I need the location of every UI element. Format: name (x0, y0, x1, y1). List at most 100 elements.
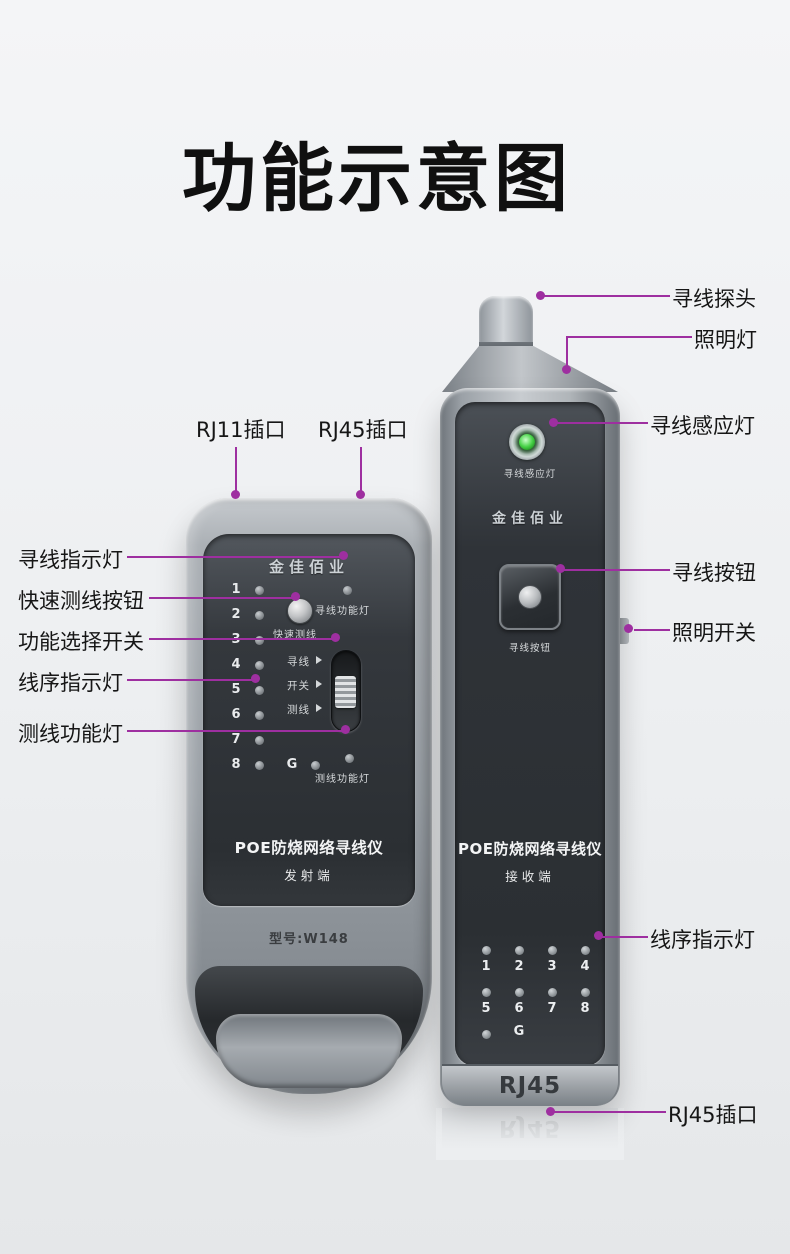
rj45-port: RJ45 (442, 1064, 618, 1106)
callout-function-switch: 功能选择开关 (18, 630, 144, 654)
callout-line (601, 936, 648, 938)
brand-logo: 金佳佰业 (268, 558, 349, 576)
callout-illumination-light: 照明灯 (694, 328, 757, 352)
tracer-probe (479, 296, 533, 352)
callout-line (556, 422, 648, 424)
model-number: 型号:W148 (269, 932, 349, 947)
led-indicator (255, 611, 264, 620)
page-title: 功能示意图 (182, 136, 572, 222)
callout-dot (624, 624, 633, 633)
callout-line (127, 679, 256, 681)
product-name: POE防烧网络寻线仪 (458, 840, 602, 858)
led-number: 3 (547, 959, 557, 974)
led-indicator (548, 988, 557, 997)
quick-test-label: 快速测线 (273, 630, 317, 641)
callout-line (566, 336, 692, 338)
switch-option-test: 测线 (287, 704, 310, 716)
callout-dot (594, 931, 603, 940)
switch-option-power: 开关 (287, 680, 310, 692)
callout-dot (356, 490, 365, 499)
led-number: 5 (231, 682, 241, 697)
led-indicator (255, 636, 264, 645)
transmitter-bottom-lip (216, 1014, 402, 1088)
test-light-label: 测线功能灯 (315, 774, 370, 785)
callout-rj11-port: RJ11插口 (196, 418, 286, 442)
ground-label: G (286, 757, 298, 772)
tracer-button-label: 寻线按钮 (508, 643, 551, 654)
callout-wire-sequence-light-rx: 线序指示灯 (650, 928, 755, 952)
led-indicator (255, 661, 264, 670)
callout-line (553, 1111, 666, 1113)
led-number: 7 (547, 1001, 557, 1016)
ground-led (311, 761, 320, 770)
led-indicator (255, 736, 264, 745)
callout-dot (251, 674, 260, 683)
product-name: POE防烧网络寻线仪 (234, 839, 384, 857)
callout-dot (536, 291, 545, 300)
rj45-port-label: RJ45 (498, 1073, 562, 1099)
led-number: 4 (580, 959, 590, 974)
led-indicator (548, 946, 557, 955)
receiver-device: 寻线感应灯 金佳佰业 寻线按钮 POE防烧网络寻线仪 接收端 1 2 3 4 5… (440, 388, 620, 1106)
callout-tracer-indicator-light: 寻线指示灯 (18, 548, 123, 572)
callout-dot (549, 418, 558, 427)
function-select-switch (331, 650, 361, 732)
transmitter-device: 金佳佰业 1 2 3 4 5 6 7 8 G 寻线功能灯 快速测线 寻线 开关 (186, 498, 432, 1094)
transmitter-panel: 金佳佰业 1 2 3 4 5 6 7 8 G 寻线功能灯 快速测线 寻线 开关 (203, 534, 415, 906)
callout-dot (339, 551, 348, 560)
led-number: 1 (481, 959, 491, 974)
led-indicator (255, 761, 264, 770)
sensor-light-label: 寻线感应灯 (503, 469, 557, 480)
end-label: 发射端 (284, 868, 334, 883)
callout-line (127, 556, 344, 558)
reflection-fade (436, 1108, 624, 1160)
led-number: 6 (231, 707, 241, 722)
led-number: 7 (231, 732, 241, 747)
tracer-light-label: 寻线功能灯 (315, 606, 370, 617)
quick-test-button (287, 598, 313, 624)
callout-wire-sequence-light: 线序指示灯 (18, 671, 123, 695)
led-number: 8 (580, 1001, 590, 1016)
led-number: 4 (231, 657, 241, 672)
pointer-icon (316, 704, 322, 712)
callout-illumination-switch: 照明开关 (672, 621, 756, 645)
callout-dot (331, 633, 340, 642)
pointer-icon (316, 680, 322, 688)
pointer-icon (316, 656, 322, 664)
led-indicator (515, 946, 524, 955)
callout-line (127, 730, 346, 732)
callout-quick-test-button: 快速测线按钮 (18, 589, 144, 613)
tracer-sensor-led (509, 424, 545, 460)
led-number: 8 (231, 757, 241, 772)
end-label: 接收端 (505, 869, 555, 884)
tracer-button (499, 564, 561, 630)
led-indicator (581, 988, 590, 997)
led-indicator (581, 946, 590, 955)
led-indicator (255, 686, 264, 695)
led-number: 5 (481, 1001, 491, 1016)
callout-line (149, 597, 295, 599)
callout-dot (341, 725, 350, 734)
tracer-function-led (343, 586, 352, 595)
led-indicator (255, 586, 264, 595)
led-number: 2 (514, 959, 524, 974)
brand-logo: 金佳佰业 (492, 511, 568, 527)
green-led (519, 434, 535, 450)
led-number: 1 (231, 582, 241, 597)
led-number: 6 (514, 1001, 524, 1016)
led-indicator (482, 946, 491, 955)
receiver-neck (442, 346, 618, 392)
switch-option-trace: 寻线 (287, 656, 310, 668)
switch-knob (335, 676, 356, 708)
callout-tracer-probe: 寻线探头 (672, 287, 756, 311)
led-indicator (482, 988, 491, 997)
callout-dot (562, 365, 571, 374)
callout-line (566, 336, 568, 368)
callout-line (235, 447, 237, 493)
callout-line (562, 569, 670, 571)
callout-dot (291, 592, 300, 601)
callout-line (634, 629, 670, 631)
callout-dot (231, 490, 240, 499)
callout-test-function-light: 测线功能灯 (18, 722, 123, 746)
